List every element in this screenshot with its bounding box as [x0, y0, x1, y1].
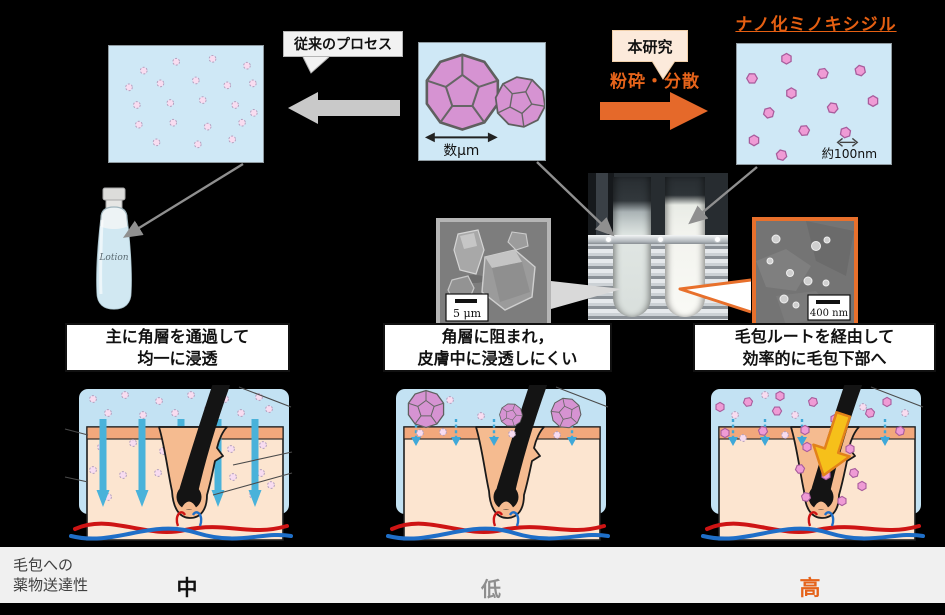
nano-scale-label: 約100nm — [822, 146, 877, 161]
skin-diagram-micro — [386, 385, 610, 541]
delivery-rating-bar: 毛包への 薬物送達性 中 低 高 — [0, 547, 945, 603]
bottle-label: Lotion — [98, 253, 128, 263]
rating-nano: 高 — [799, 576, 821, 600]
tube-micro-suspension — [613, 177, 651, 317]
nano-particle-panel: 約100nm — [736, 43, 892, 165]
skin-diagram-nano — [701, 385, 925, 541]
caption-line: 均一に浸透 — [137, 348, 218, 368]
nano-size-arrow — [836, 137, 859, 147]
micro-crystal-illustration: 数μm — [424, 53, 545, 159]
photo-background — [588, 173, 728, 236]
sem-nano-scale-label: 400 nm — [810, 308, 849, 319]
skin-diagram-conventional — [64, 385, 293, 541]
sem-micro-scale-label: 5 μm — [453, 307, 482, 320]
rating-conventional: 中 — [176, 576, 198, 600]
dissolved-particle-field — [125, 54, 258, 149]
micro-scale-label: 数μm — [443, 143, 479, 159]
caption-line: 毛包ルートを経由して — [734, 326, 895, 346]
tube-nano-suspension — [665, 177, 705, 317]
micro-crystal-panel: 数μm — [418, 42, 546, 161]
nano-process-arrow — [600, 92, 708, 130]
rack-screw — [715, 237, 720, 242]
conventional-process-label: 従来のプロセス — [294, 37, 392, 53]
caption-nano: 毛包ルートを経由して 効率的に毛包下部へ — [693, 323, 936, 372]
caption-micro: 角層に阻まれ， 皮膚中に浸透しにくい — [383, 323, 612, 372]
delivery-rating-label: 毛包への 薬物送達性 — [13, 556, 89, 594]
nano-minoxidil-title: ナノ化ミノキシジル — [735, 15, 897, 35]
caption-line: 角層に阻まれ， — [441, 326, 554, 346]
caption-line: 皮膚中に浸透しにくい — [417, 348, 578, 368]
this-study-bubble: 本研究 — [612, 30, 688, 62]
caption-line: 効率的に毛包下部へ — [742, 348, 887, 368]
sem-micro-image: 5 μm — [436, 218, 551, 331]
milling-dispersion-label: 粉砕・分散 — [610, 72, 700, 92]
caption-line: 主に角層を通過して — [105, 326, 250, 346]
conventional-dissolved-panel — [108, 45, 264, 163]
bubble-tail — [302, 56, 330, 74]
nano-particle-field: 約100nm — [744, 52, 879, 163]
conventional-process-bubble: 従来のプロセス — [283, 31, 403, 57]
conventional-process-arrow — [288, 92, 400, 124]
rating-micro: 低 — [481, 577, 501, 601]
rack-screw — [606, 237, 611, 242]
this-study-label: 本研究 — [627, 37, 673, 56]
blocked-penetration-arrows — [411, 419, 577, 446]
test-tubes-photo — [588, 173, 728, 320]
sem-nano-image: 400 nm — [752, 217, 858, 329]
lotion-bottle: Lotion — [96, 187, 132, 310]
caption-conventional: 主に角層を通過して 均一に浸透 — [65, 323, 290, 372]
follicle-route-arrow — [812, 411, 852, 477]
shallow-penetration-arrows — [728, 419, 890, 446]
rack-screw — [658, 237, 663, 242]
leader-lines — [64, 428, 293, 496]
